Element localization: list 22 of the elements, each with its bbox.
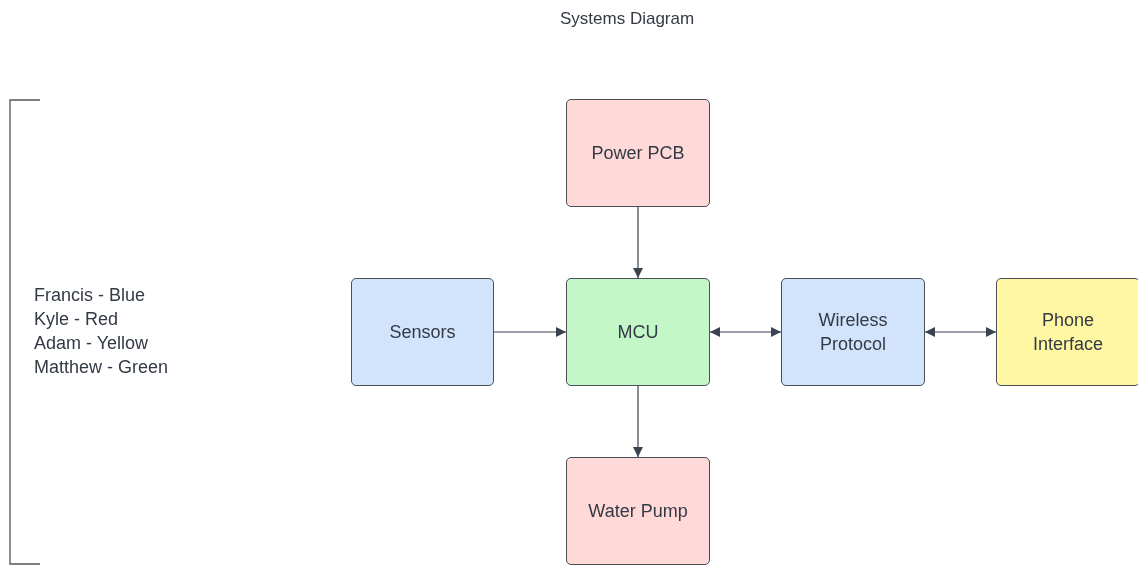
box-label: Wireless Protocol [817, 309, 889, 356]
process-box [996, 278, 1138, 386]
process-box [566, 99, 710, 207]
team-member-label: Adam - Yellow [34, 332, 150, 355]
team-member-label: Matthew - Green [34, 356, 169, 379]
box-label: Power PCB [591, 142, 685, 165]
box-label: Phone Interface [1031, 309, 1104, 356]
process-box [566, 457, 710, 565]
arrow [633, 385, 643, 458]
process-box [781, 278, 925, 386]
process-box [566, 278, 710, 386]
team-member-label: Francis - Blue [34, 284, 147, 307]
box-label: MCU [617, 321, 659, 344]
arrow [924, 327, 997, 337]
arrow [493, 327, 567, 337]
arrow [709, 327, 782, 337]
box-label: Sensors [389, 321, 456, 344]
team-member-label: Kyle - Red [34, 308, 120, 331]
diagram-title: Systems Diagram [560, 8, 695, 30]
box-label: Water Pump [588, 500, 688, 523]
arrow [633, 206, 643, 279]
process-box [351, 278, 494, 386]
